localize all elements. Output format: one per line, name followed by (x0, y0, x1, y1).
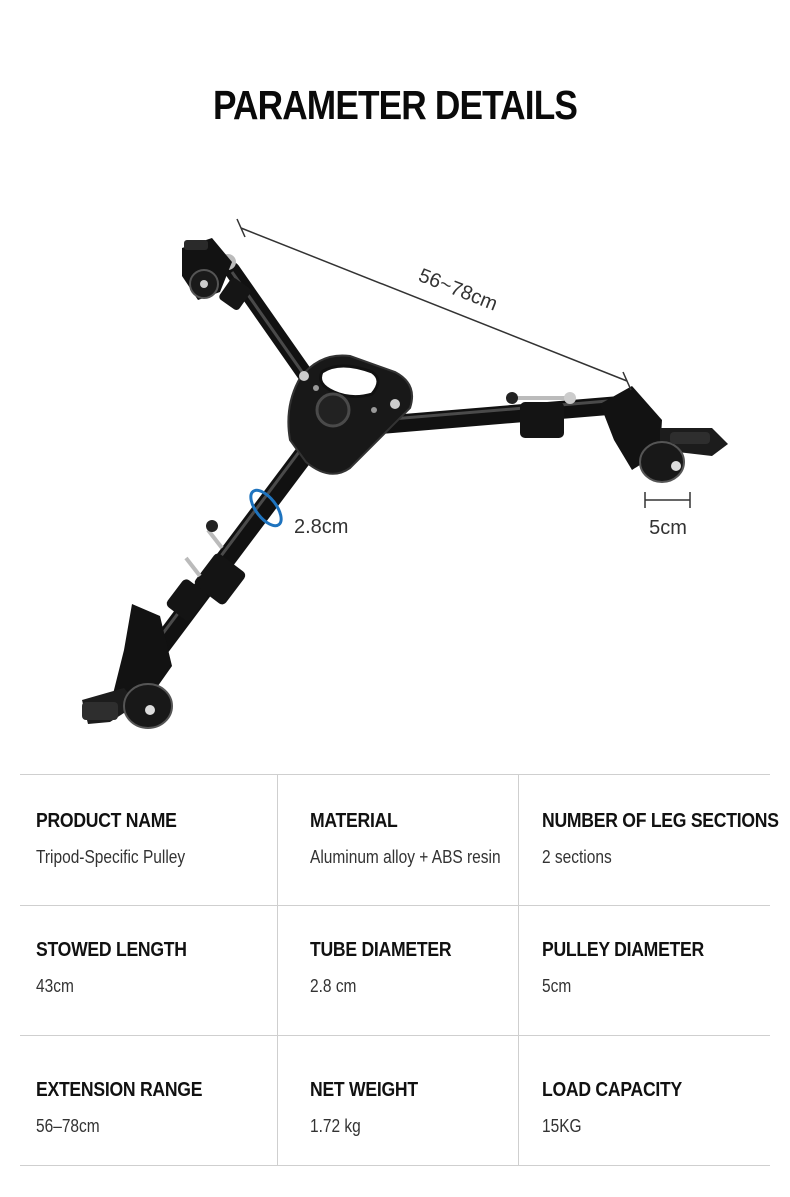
spec-cell: TUBE DIAMETER 2.8 cm (278, 906, 519, 1035)
spec-value: 43cm (36, 976, 74, 996)
center-hub (287, 354, 414, 475)
spec-label: TUBE DIAMETER (310, 939, 452, 961)
spec-label: EXTENSION RANGE (36, 1079, 203, 1101)
spec-value: 2 sections (542, 847, 612, 867)
extension-dimension-label: 56~78cm (415, 265, 500, 316)
spec-cell: PULLEY DIAMETER 5cm (519, 906, 770, 1035)
spec-value: 1.72 kg (310, 1116, 361, 1136)
caster-lower-left (82, 604, 173, 729)
spec-value: 56–78cm (36, 1116, 100, 1136)
spec-label: MATERIAL (310, 810, 398, 832)
spec-row: STOWED LENGTH 43cm TUBE DIAMETER 2.8 cm … (20, 906, 770, 1036)
spec-value: 15KG (542, 1116, 582, 1136)
tripod-dolly-illustration: 56~78cm 2.8cm 5cm (82, 218, 728, 729)
spec-value: 2.8 cm (310, 976, 357, 996)
leg-lower-left (82, 430, 325, 729)
spec-label: PULLEY DIAMETER (542, 939, 704, 961)
pulley-dimension-line (644, 492, 691, 508)
spec-cell: NUMBER OF LEG SECTIONS 2 sections (519, 775, 779, 905)
caster-upper-left (182, 238, 232, 300)
spec-value: 5cm (542, 976, 572, 996)
spec-table: PRODUCT NAME Tripod-Specific Pulley MATE… (20, 774, 779, 1166)
spec-cell: PRODUCT NAME Tripod-Specific Pulley (20, 775, 278, 905)
spec-value: Aluminum alloy + ABS resin (310, 847, 501, 867)
spec-cell: MATERIAL Aluminum alloy + ABS resin (278, 775, 519, 905)
pulley-dimension-label: 5cm (649, 517, 687, 539)
spec-cell: STOWED LENGTH 43cm (20, 906, 278, 1035)
extension-dimension-line (236, 218, 632, 391)
spec-cell: EXTENSION RANGE 56–78cm (20, 1036, 278, 1165)
spec-label: STOWED LENGTH (36, 939, 187, 961)
tube-diameter-ring (249, 488, 283, 528)
spec-row: PRODUCT NAME Tripod-Specific Pulley MATE… (20, 775, 779, 906)
spec-label: LOAD CAPACITY (542, 1079, 682, 1101)
spec-cell: LOAD CAPACITY 15KG (519, 1036, 770, 1165)
spec-label: NET WEIGHT (310, 1079, 418, 1101)
spec-cell: NET WEIGHT 1.72 kg (278, 1036, 519, 1165)
spec-label: NUMBER OF LEG SECTIONS (542, 810, 779, 832)
spec-row: EXTENSION RANGE 56–78cm NET WEIGHT 1.72 … (20, 1036, 770, 1166)
tube-dimension-label: 2.8cm (294, 516, 348, 538)
spec-label: PRODUCT NAME (36, 810, 177, 832)
leg-right (371, 386, 728, 483)
caster-right (600, 386, 728, 483)
spec-value: Tripod-Specific Pulley (36, 847, 186, 867)
page-title: PARAMETER DETAILS (212, 82, 578, 128)
